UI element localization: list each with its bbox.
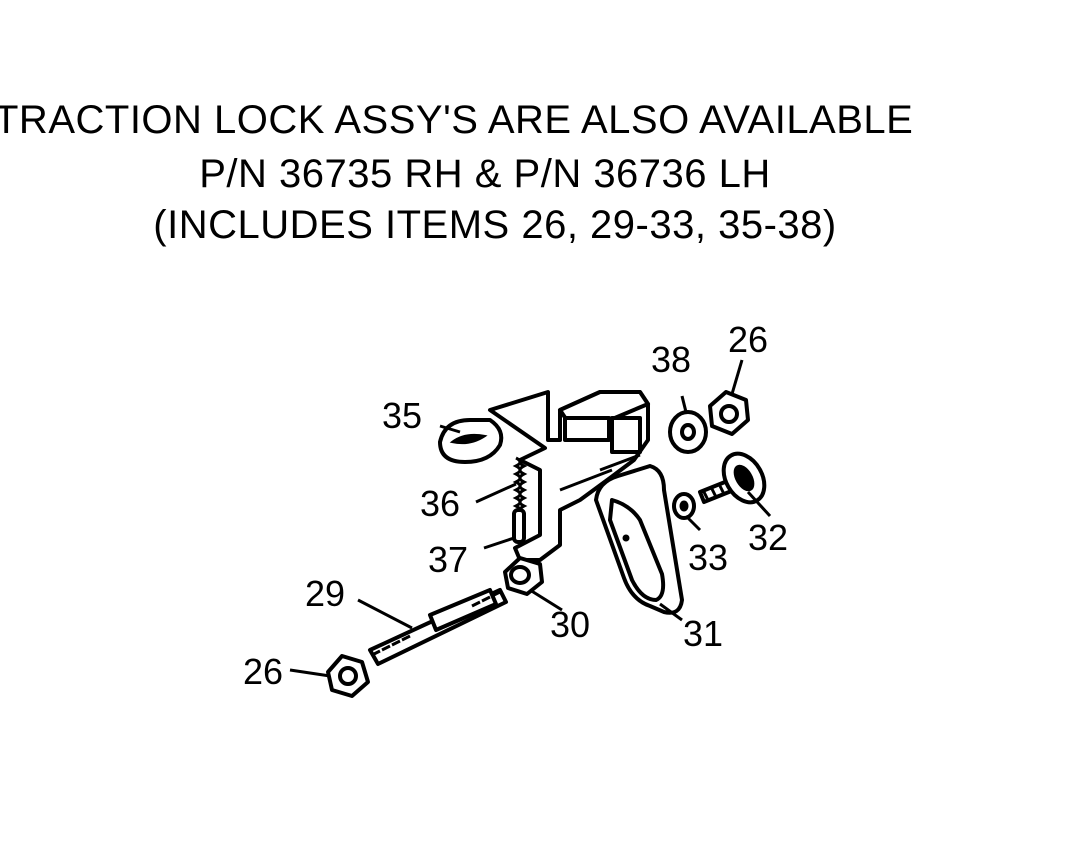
spring-36 [512,456,528,516]
callout-35: 35 [382,395,422,436]
callout-36: 36 [420,483,460,524]
shaft-29 [368,588,508,666]
nut-26-top [708,390,750,436]
callout-33: 33 [688,537,728,578]
knob-32 [698,451,767,505]
washer-38 [668,410,708,454]
callout-26-top: 26 [728,319,768,360]
heading-line-1: TRACTION LOCK ASSY'S ARE ALSO AVAILABLE [0,98,914,142]
callout-31: 31 [683,613,723,654]
spacer-30 [503,556,544,596]
pawl-35 [438,418,504,464]
leader-lines [289,359,772,678]
callout-29: 29 [305,573,345,614]
lever-plate-31 [594,464,684,615]
heading-line-3: (INCLUDES ITEMS 26, 29-33, 35-38) [153,203,837,247]
washer-33 [672,492,696,520]
callout-30: 30 [550,604,590,645]
callout-38: 38 [651,339,691,380]
pin-37 [512,508,526,544]
bracket-body [488,390,650,562]
nut-26-bottom [326,654,370,698]
callout-37: 37 [428,539,468,580]
heading-line-2: P/N 36735 RH & P/N 36736 LH [199,152,771,196]
callout-26-bottom: 26 [243,651,283,692]
callout-32: 32 [748,517,788,558]
